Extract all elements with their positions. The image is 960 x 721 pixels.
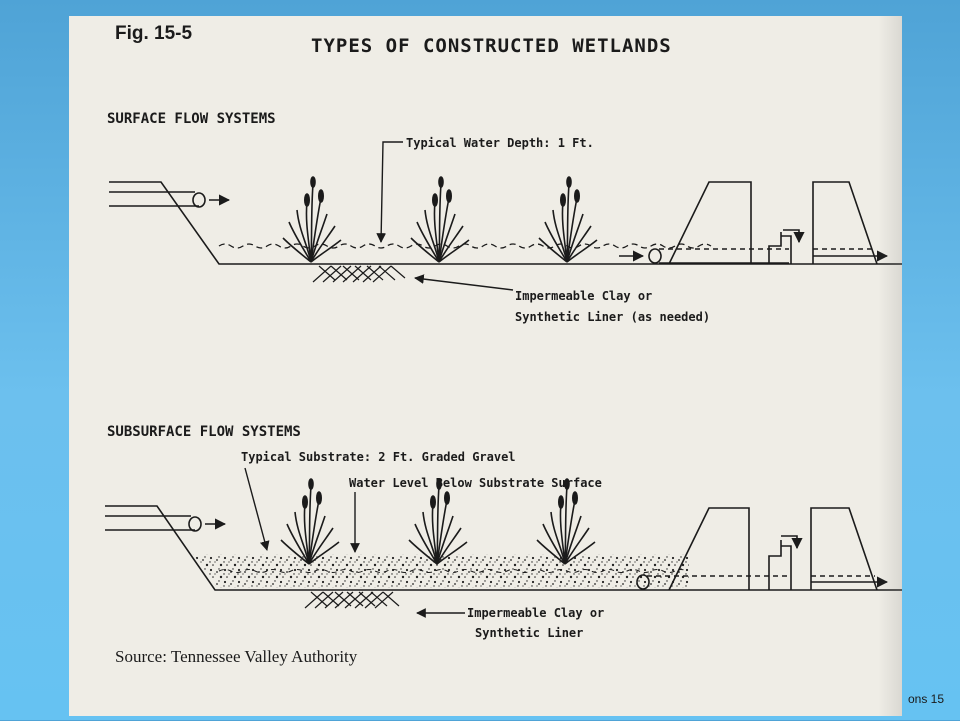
surface-flow-section: SURFACE FLOW SYSTEMS Typical Water Depth… [107,111,929,324]
slide-footer: ons 15 [902,692,960,712]
substrate-pointer [244,467,270,551]
outlet-structure-icon [636,507,889,591]
subsurface-flow-section: SUBSURFACE FLOW SYSTEMS Typical Substrat… [105,424,929,640]
surface-flow-heading: SURFACE FLOW SYSTEMS [107,111,276,127]
reed-plant-icon [536,478,596,565]
water-level-label: Water Level Below Substrate Surface [349,476,602,490]
liner-label-line1: Impermeable Clay or [515,289,652,303]
liner-pointer [414,274,514,291]
slide-footer-text: ons 15 [907,692,944,706]
substrate-label: Typical Substrate: 2 Ft. Graded Gravel [241,450,516,464]
inlet-pipe-icon [109,181,929,265]
water-depth-label: Typical Water Depth: 1 Ft. [406,136,594,150]
clay-liner-hatch [304,591,400,609]
reed-plant-icon [280,478,340,565]
subsurface-flow-heading: SUBSURFACE FLOW SYSTEMS [107,424,301,440]
figure-title: TYPES OF CONSTRUCTED WETLANDS [311,35,672,57]
clay-liner-hatch [312,265,406,283]
figure-sheet: Fig. 15-5 TYPES OF CONSTRUCTED WETLANDS … [69,16,929,716]
reed-plant-icon [408,478,468,565]
reed-plant-icon [282,176,342,263]
wetlands-diagram: Fig. 15-5 TYPES OF CONSTRUCTED WETLANDS … [105,23,929,666]
figure-number: Fig. 15-5 [115,23,193,44]
liner-label-line2: Synthetic Liner [475,626,583,640]
water-surface-line [218,243,712,249]
source-credit: Source: Tennessee Valley Authority [115,647,358,666]
water-depth-pointer [376,141,403,243]
liner-label-line1: Impermeable Clay or [467,606,604,620]
outlet-structure-icon [619,181,889,265]
reed-plant-icon [410,176,470,263]
liner-label-line2: Synthetic Liner (as needed) [515,310,710,324]
inlet-pipe-icon [105,505,929,591]
reed-plant-icon [538,176,598,263]
